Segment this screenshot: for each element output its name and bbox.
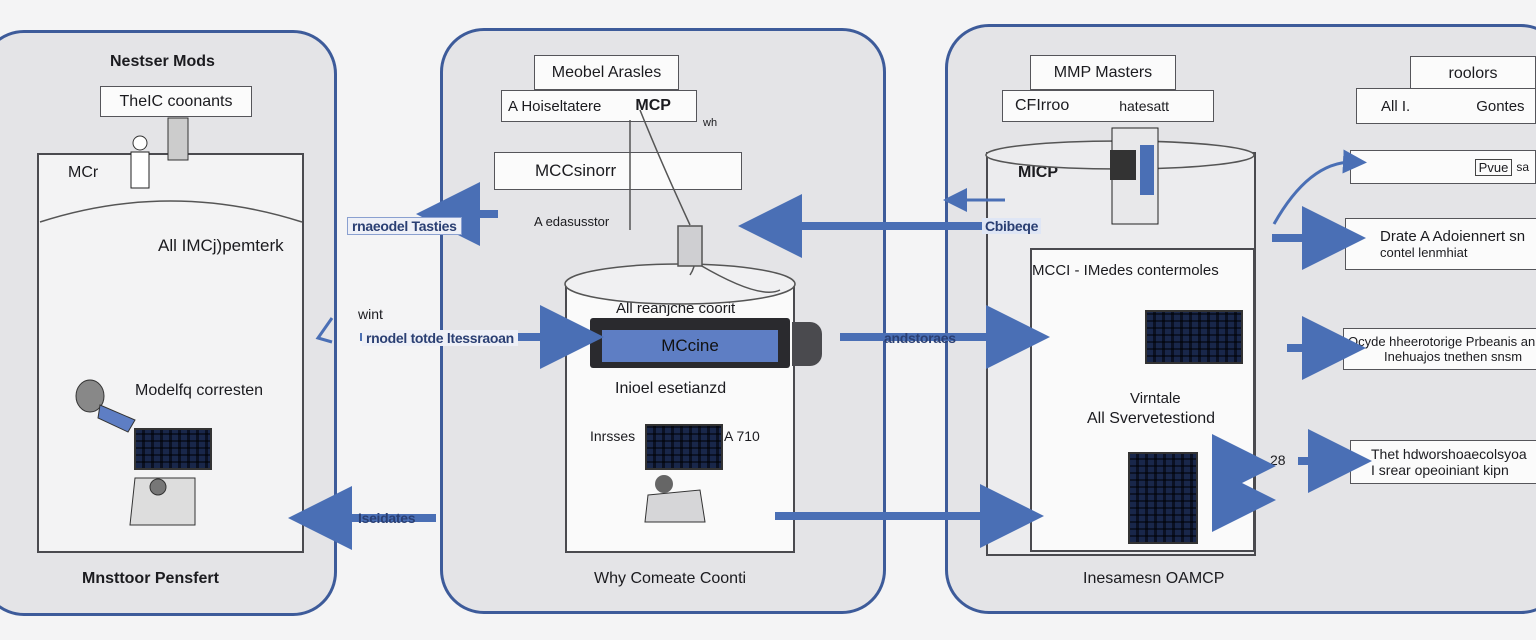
arrow-label-cbibeqe: Cbibeqe	[982, 218, 1042, 234]
panel-2-subtitle: A Hoiseltatere	[508, 97, 602, 115]
panel-1-callout: TheIC coonants	[100, 86, 252, 117]
panel-2-body-label: Inioel esetianzd	[615, 380, 727, 397]
panel-2-side-note: wh	[703, 117, 718, 129]
panel-1-figure-label: Modelfq corresten	[135, 382, 264, 399]
right-box-6-line-1: Thet hdworshoaecolsyoa	[1371, 446, 1527, 462]
right-box-5-line-2: Inehuajos tnethen snsm	[1384, 349, 1523, 364]
right-box-4-line-1: Drate A Adoiennert sn	[1380, 228, 1526, 245]
panel-1-curve	[39, 200, 303, 223]
panel-1-title: Nestser Mods	[110, 53, 215, 70]
panel-3-mid-line-2: All Svervetestiond	[1087, 410, 1216, 427]
right-box-3: Pvue sa	[1350, 150, 1536, 184]
panel-1-monitor	[134, 428, 212, 470]
arrow-p1-leftcap	[315, 317, 334, 344]
panel-1-inner-head: MCr	[68, 164, 99, 181]
right-box-6: Thet hdworshoaecolsyoa I srear opeoinian…	[1350, 440, 1536, 484]
right-box-5: Ocyde hheerotorige Prbeanis an Inehuajos…	[1343, 328, 1536, 370]
flow-arrows	[288, 182, 1372, 550]
right-box-2-right: Gontes	[1476, 97, 1525, 115]
right-box-4: Drate A Adoiennert sn contel lenmhiat	[1345, 218, 1536, 270]
panel-2-footer: Why Comeate Coonti	[594, 570, 747, 587]
panel-3-subtitle: CFIrroo	[1015, 97, 1070, 114]
right-box-3-right: Pvue	[1474, 158, 1513, 176]
arrow-label-iseidates: Iseidates	[358, 510, 416, 526]
arrow-label-with: wint	[358, 306, 383, 322]
panel-2-screen-right: A 710	[724, 428, 760, 444]
panel-3-heading: MCCI - IMedes contermoles	[1032, 262, 1219, 279]
panel-3-footer: Inesamesn OAMCP	[1083, 570, 1225, 587]
panel-2-monitor	[645, 424, 723, 470]
panel-3-rack	[1128, 452, 1198, 544]
panel-3-subtitle-right: hatesatt	[1119, 98, 1170, 114]
panel-2-subtitle-box: A Hoiseltatere MCP	[501, 90, 697, 122]
panel-2-band-cap	[792, 322, 822, 366]
right-box-2: All I. Gontes	[1356, 88, 1536, 124]
panel-2-inner-head: MCCsinorr	[494, 152, 742, 190]
panel-2-cylinder-top	[564, 263, 796, 305]
panel-3-server-unit	[1145, 310, 1243, 364]
panel-2-cable	[629, 109, 781, 293]
panel-3-device	[1110, 127, 1159, 225]
panel-3-mid-line-1: Virntale	[1130, 390, 1181, 407]
panel-2-connector-label: A edasusstor	[534, 214, 610, 229]
panel-2-band-label: MCcine	[661, 336, 719, 355]
panel-2-subtitle-bold: MCP	[635, 97, 671, 114]
right-box-3-tail: sa	[1516, 160, 1529, 174]
panel-3-subtitle-box: CFIrroo hatesatt	[1002, 90, 1214, 122]
panel-2-title-box: Meobel Arasles	[534, 55, 679, 90]
panel-2-screen-left: Inrsses	[590, 428, 636, 444]
right-box-5-line-1: Ocyde hheerotorige Prbeanis an	[1348, 334, 1536, 349]
arrow-label-model-features-2: rnodel totde ltessraoan	[362, 330, 518, 346]
panel-2-band-inner: MCcine	[602, 330, 778, 362]
arrow-label-andstoraes: andstoraes	[884, 330, 956, 346]
panel-3-inner-head: MICP	[1018, 164, 1058, 181]
right-box-2-label: All I.	[1381, 97, 1411, 115]
arrow-curve-up	[1272, 149, 1367, 225]
right-box-4-line-2: contel lenmhiat	[1380, 245, 1468, 260]
right-box-6-line-2: I srear opeoiniant kipn	[1371, 462, 1509, 478]
arrow-label-model-features: rnaeodel Tasties	[347, 217, 462, 235]
panel-2-person-figure	[644, 475, 706, 523]
panel-1-heading: All IMCj)pemterk	[158, 236, 284, 255]
panel-3-title-box: MMP Masters	[1030, 55, 1176, 90]
panel-1-person-figure	[75, 117, 196, 526]
panel-1-footer: Mnsttoor Pensfert	[82, 570, 219, 587]
